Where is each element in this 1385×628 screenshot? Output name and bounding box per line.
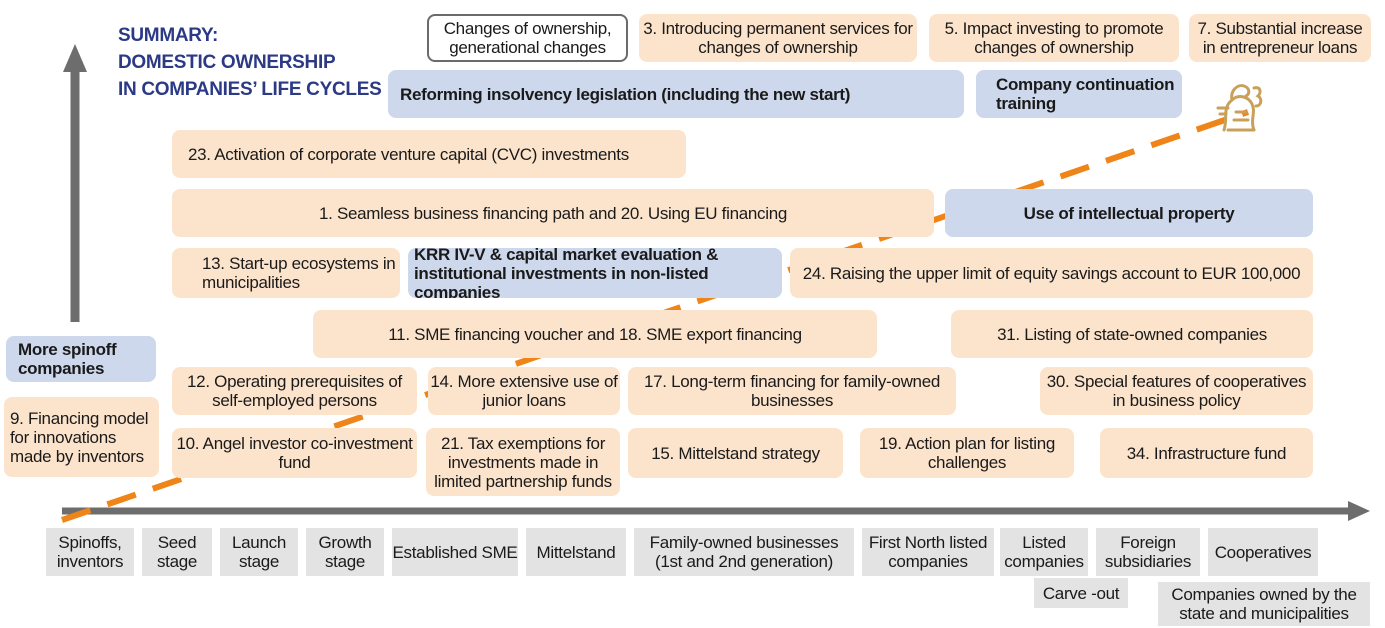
stage-cooperatives: Cooperatives — [1208, 528, 1318, 576]
box-mittelstand-strategy: 15. Mittelstand strategy — [628, 428, 843, 478]
stage-family-owned: Family-owned businesses (1st and 2nd gen… — [634, 528, 854, 576]
box-tax-exemptions: 21. Tax exemptions for investments made … — [426, 428, 620, 496]
box-intellectual-property: Use of intellectual property — [945, 189, 1313, 237]
box-cooperatives-features: 30. Special features of cooperatives in … — [1040, 367, 1313, 415]
box-infrastructure-fund: 34. Infrastructure fund — [1100, 428, 1313, 478]
box-listing-state-owned: 31. Listing of state-owned companies — [951, 310, 1313, 358]
box-long-term-family: 17. Long-term financing for family-owned… — [628, 367, 956, 415]
box-impact-investing: 5. Impact investing to promote changes o… — [929, 14, 1179, 62]
stage-foreign: Foreign subsidiaries — [1096, 528, 1200, 576]
horizontal-axis-arrowhead — [1348, 501, 1370, 521]
stage-established-sme: Established SME — [392, 528, 518, 576]
box-cvc-investments: 23. Activation of corporate venture capi… — [172, 130, 686, 178]
box-more-spinoff: More spinoff companies — [6, 336, 156, 382]
stage-launch: Launch stage — [220, 528, 298, 576]
box-equity-savings: 24. Raising the upper limit of equity sa… — [790, 248, 1313, 298]
stage-spinoffs: Spinoffs, inventors — [46, 528, 134, 576]
stage-first-north: First North listed companies — [862, 528, 994, 576]
title-line-2: DOMESTIC OWNERSHIP — [118, 52, 336, 73]
vertical-axis-arrowhead — [63, 44, 87, 72]
box-listing-challenges: 19. Action plan for listing challenges — [860, 428, 1074, 478]
box-angel-investor: 10. Angel investor co-investment fund — [172, 428, 417, 478]
box-operating-prerequisites: 12. Operating prerequisites of self-empl… — [172, 367, 417, 415]
box-seamless-financing: 1. Seamless business financing path and … — [172, 189, 934, 237]
box-junior-loans: 14. More extensive use of junior loans — [428, 367, 620, 415]
stage-growth: Growth stage — [306, 528, 384, 576]
page-title: SUMMARY: DOMESTIC OWNERSHIP IN COMPANIES… — [118, 22, 382, 103]
box-introducing-permanent-services: 3. Introducing permanent services for ch… — [639, 14, 917, 62]
box-company-continuation-training: Company continuation training — [976, 70, 1182, 118]
title-line-3: IN COMPANIES’ LIFE CYCLES — [118, 79, 382, 100]
box-krr-evaluation: KRR IV-V & capital market evaluation & i… — [408, 248, 782, 298]
stage-mittelstand: Mittelstand — [526, 528, 626, 576]
box-insolvency-legislation: Reforming insolvency legislation (includ… — [388, 70, 964, 118]
title-line-1: SUMMARY: — [118, 25, 218, 46]
box-financing-model-inventors: 9. Financing model for innovations made … — [4, 397, 159, 477]
stage-listed: Listed companies — [1000, 528, 1088, 576]
stage-seed: Seed stage — [142, 528, 212, 576]
stage-state-owned: Companies owned by the state and municip… — [1158, 582, 1370, 626]
box-sme-voucher: 11. SME financing voucher and 18. SME ex… — [313, 310, 877, 358]
box-startup-ecosystems: 13. Start-up ecosystems in municipalitie… — [172, 248, 400, 298]
box-changes-of-ownership: Changes of ownership, generational chang… — [427, 14, 628, 62]
stage-carve-out: Carve -out — [1034, 578, 1128, 608]
box-entrepreneur-loans: 7. Substantial increase in entrepreneur … — [1189, 14, 1371, 62]
lion-emblem-icon — [1216, 84, 1263, 132]
